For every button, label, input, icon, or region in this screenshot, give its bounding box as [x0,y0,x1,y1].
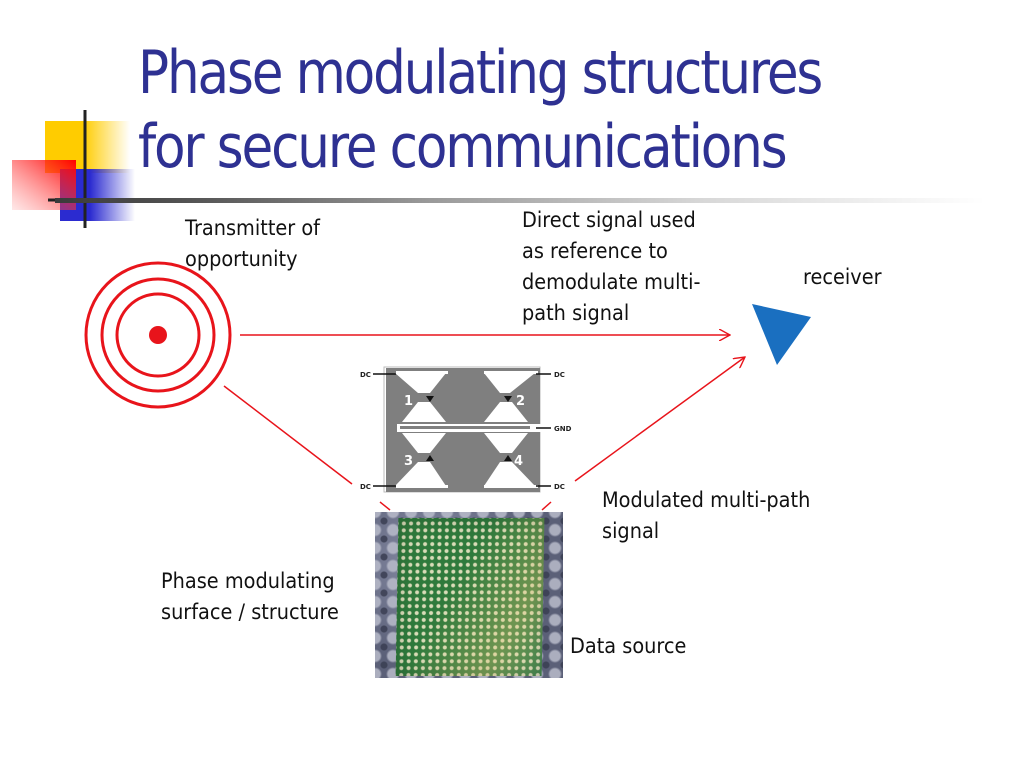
modulated-signal-line-lower [541,501,552,511]
port-label-dc-top-right: DC [554,371,565,379]
trace [396,485,448,488]
phase-surface-label-line: surface / structure [161,600,339,624]
direct-signal-label-line: Direct signal used [522,208,696,232]
circuit-schematic: DC DC GND DC DC 1 2 3 4 [360,366,572,493]
transmitter-ring-outer [84,261,232,409]
transmitter-label-line: opportunity [185,247,298,271]
cutout [395,462,446,486]
slide-title: Phase modulating structures for secure c… [138,36,895,184]
cutout [484,402,528,422]
port-label-dc-bottom-left: DC [360,483,371,491]
cutout [484,373,535,393]
trace [484,485,538,488]
port-label-dc-bottom-right: DC [554,483,565,491]
phase-modulating-surface-photo [375,512,563,678]
cell-label-3: 3 [404,454,413,469]
trace [396,371,448,374]
diode-icon [426,455,434,461]
transmitter-ring-inner [115,292,201,378]
cell-label-2: 2 [516,394,525,409]
data-source-label: Data source [570,634,687,658]
transmitter-label-line: Transmitter of [185,216,320,240]
cutout [402,402,446,422]
cell-label-4: 4 [514,454,523,469]
title-divider [55,198,985,203]
pcb-array [395,518,545,676]
modulated-signal-arrow [574,357,745,482]
diode-icon [504,396,512,402]
direct-signal-label-line: demodulate multi- [522,270,701,294]
incident-signal-line-lower [379,501,391,511]
modulated-signal-label-line: Modulated multi-path [602,488,811,512]
direct-signal-label-line: as reference to [522,239,668,263]
diode-icon [504,455,512,461]
port-label-dc-top-left: DC [360,371,371,379]
phase-surface-label-line: Phase modulating [161,569,335,593]
pcb-glare [395,518,545,676]
modulated-signal-label: Modulated multi-path signal [602,485,810,547]
cutout [484,433,528,453]
receiver-icon [752,304,811,365]
phase-surface-label: Phase modulating surface / structure [161,566,339,628]
modulated-signal-label-line: signal [602,519,660,543]
direct-signal-label: Direct signal used as reference to demod… [522,205,700,329]
gnd-strip [400,426,530,429]
cell-label-1: 1 [404,394,413,409]
cutout [395,373,446,393]
cutout [484,462,535,486]
transmitter-icon [84,261,232,409]
trace [484,371,538,374]
transmitter-ring-middle [100,277,216,393]
diode-icon [426,396,434,402]
title-line-1: Phase modulating structures [138,38,823,108]
transmitter-label: Transmitter of opportunity [185,213,320,275]
direct-signal-label-line: path signal [522,301,630,325]
port-label-gnd: GND [554,425,572,433]
transmitter-core [149,326,167,344]
receiver-label: receiver [803,265,882,289]
incident-signal-line [223,385,353,485]
title-line-2: for secure communications [138,112,788,182]
cutout [402,433,446,453]
